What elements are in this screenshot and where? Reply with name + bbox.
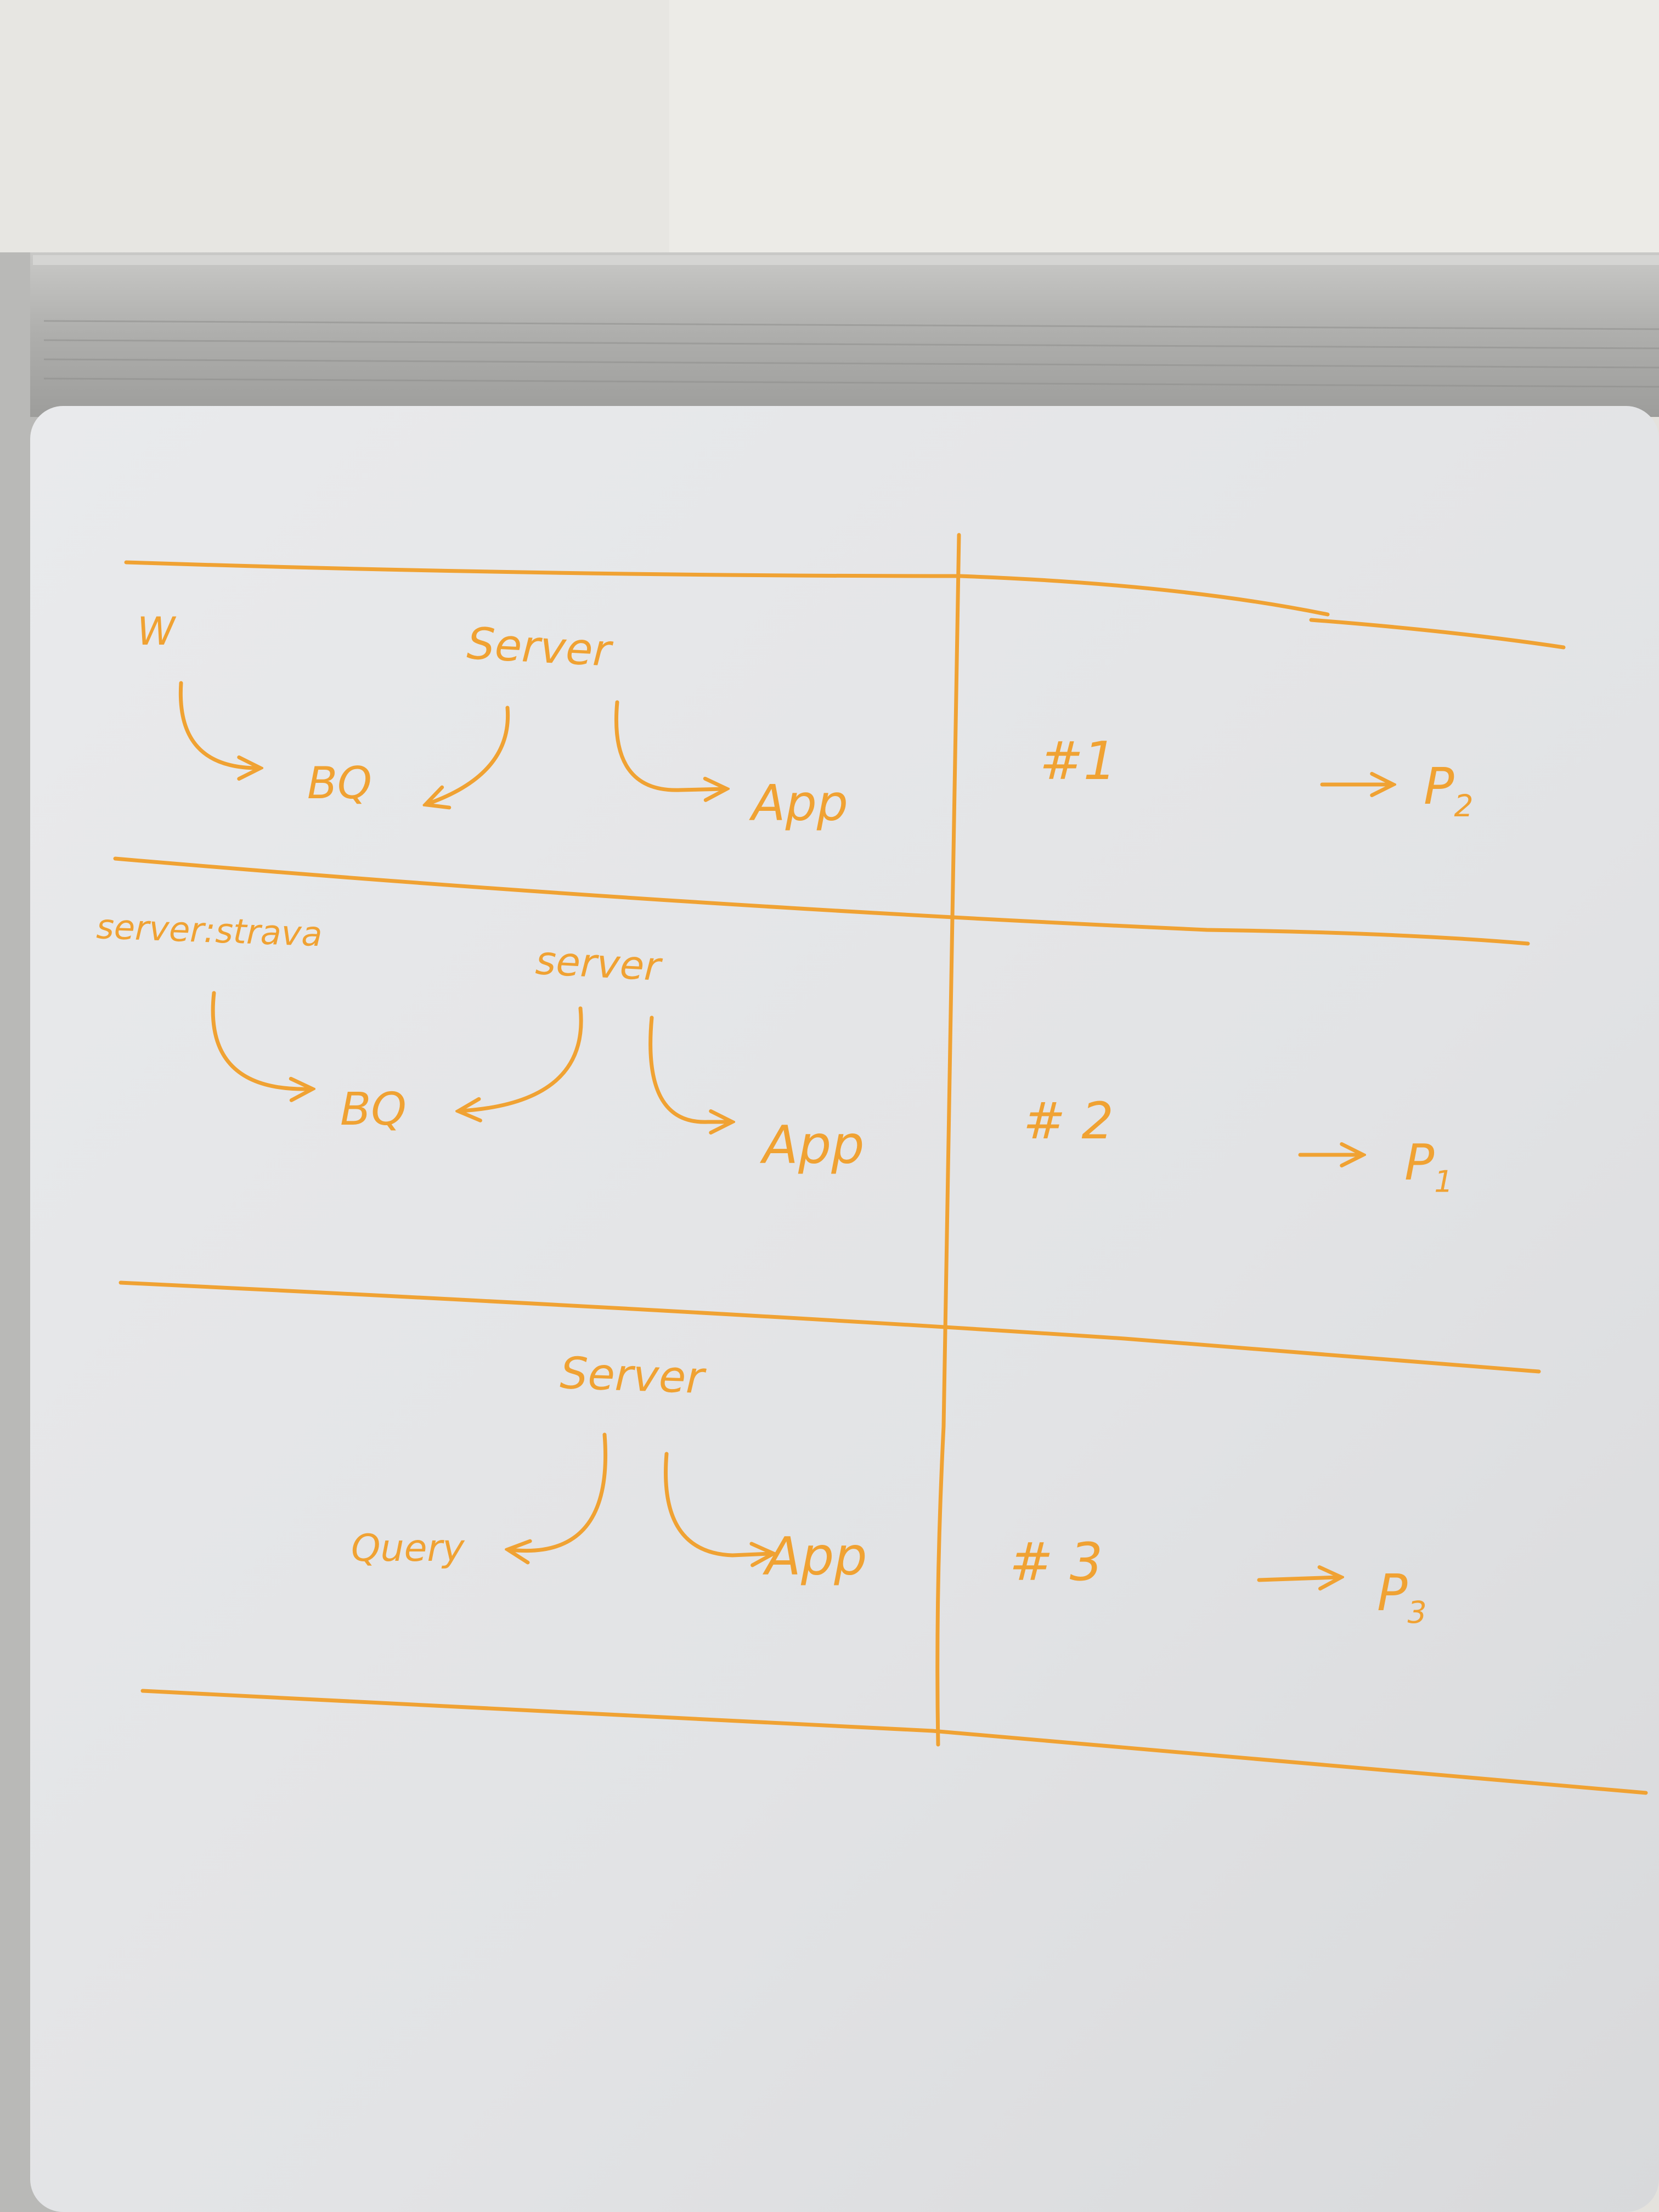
row2-arrow-server-to-bq [211,991,310,1089]
row2-number-label: # 2 [1023,1092,1114,1150]
row1-sink-label: BQ [307,758,372,809]
table-top-line [124,560,1330,617]
row2-sink-label: BQ [340,1084,407,1136]
whiteboard-frame [0,252,1659,2212]
row2-arrow-server-to-bq-2 [461,1006,583,1111]
row1-number-label: #1 [1040,731,1116,792]
row2-left-label: server:strava [95,906,323,954]
row1-arrow-server-to-app [614,700,724,790]
row3-arrow-server-to-app [664,1452,771,1555]
row2-top-label: server [534,937,664,990]
row1-arrow-w-to-bq [178,681,258,768]
row1-left-label: W [137,609,177,654]
row2-priority-label: P1 [1404,1134,1453,1199]
marker-drawing [113,533,1648,1795]
wall [0,0,1659,263]
row2-arrow-server-to-app [648,1015,730,1122]
row3-priority-label: P3 [1377,1564,1427,1630]
row3-sink-label: Query [351,1527,465,1570]
row2-app-label: App [759,1115,865,1176]
row3-number-label: # 3 [1009,1532,1103,1593]
row-divider-1 [113,856,1530,946]
row-divider-2 [119,1280,1541,1374]
table-top-line-right [1309,618,1566,650]
row3-arrow-to-priority [1257,1577,1339,1580]
row1-arrow-server-to-bq [428,706,510,804]
row1-app-label: App [749,775,848,832]
row3-app-label: App [762,1527,867,1587]
row1-top-label: Server [466,618,615,676]
column-divider [935,533,961,1747]
row3-top-label: Server [559,1347,708,1403]
table-bottom-line [140,1689,1648,1795]
row3-arrow-server-to-query [510,1432,608,1551]
